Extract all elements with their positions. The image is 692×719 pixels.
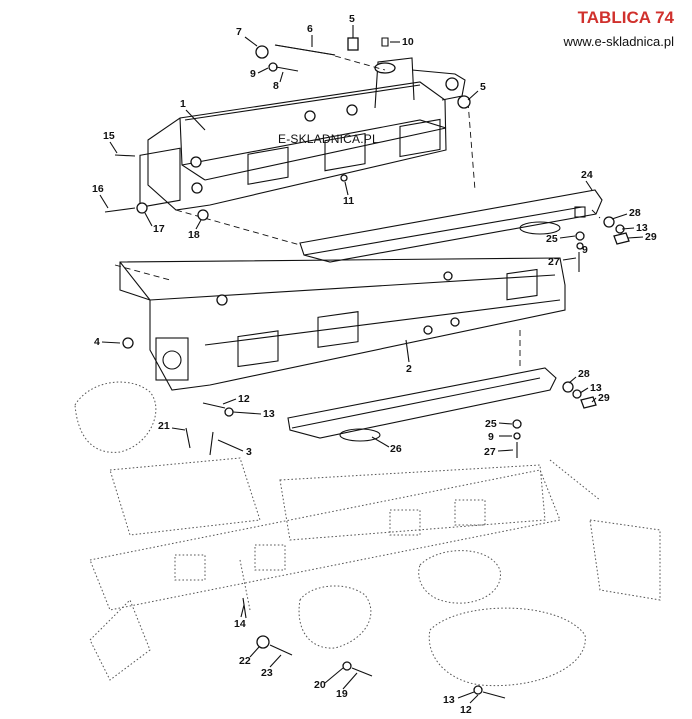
- callout-14: 14: [234, 618, 246, 630]
- callout-7: 7: [236, 26, 242, 38]
- callout-8: 8: [273, 80, 279, 92]
- callout-21: 21: [158, 420, 170, 432]
- main-frame-part-2: [119, 257, 566, 391]
- callout-4: 4: [94, 336, 100, 348]
- guard-plate-part-24: [299, 189, 630, 272]
- callout-23: 23: [261, 667, 273, 679]
- dotted-tractor-assembly: [74, 381, 661, 687]
- top-fasteners: [104, 37, 471, 221]
- callout-20: 20: [314, 679, 326, 691]
- callout-28-lower: 28: [578, 368, 590, 380]
- lower-fasteners: [242, 597, 506, 699]
- page-title: TABLICA 74: [577, 8, 674, 27]
- callout-27-upper: 27: [548, 256, 560, 268]
- callout-5-top: 5: [349, 13, 355, 25]
- callout-10: 10: [402, 36, 414, 48]
- callout-13-b: 13: [590, 382, 602, 394]
- callout-16: 16: [92, 183, 104, 195]
- callout-17: 17: [153, 223, 165, 235]
- callout-1: 1: [180, 98, 186, 110]
- callout-9-low: 9: [488, 431, 494, 443]
- callout-26: 26: [390, 443, 402, 455]
- callout-22: 22: [239, 655, 251, 667]
- callout-13-a: 13: [636, 222, 648, 234]
- callout-3: 3: [246, 446, 252, 458]
- callouts: 1 2 3 4 5 5 6 7 8 9 9 9 10 11: [92, 13, 657, 716]
- callout-9-mid: 9: [582, 244, 588, 256]
- callout-25-upper: 25: [546, 233, 558, 245]
- callout-19: 19: [336, 688, 348, 700]
- callout-2: 2: [406, 363, 412, 375]
- callout-6: 6: [307, 23, 313, 35]
- callout-24: 24: [581, 169, 593, 181]
- guard-plate-part-26: [185, 367, 597, 458]
- callout-13-c: 13: [263, 408, 275, 420]
- callout-9-top: 9: [250, 68, 256, 80]
- callout-12-upper: 12: [238, 393, 250, 405]
- upper-frame-part-1: [114, 44, 601, 370]
- callout-13-d: 13: [443, 694, 455, 706]
- callout-27-lower: 27: [484, 446, 496, 458]
- callout-5-right: 5: [480, 81, 486, 93]
- callout-18: 18: [188, 229, 200, 241]
- callout-29-upper: 29: [645, 231, 657, 243]
- callout-28-upper: 28: [629, 207, 641, 219]
- callout-15: 15: [103, 130, 115, 142]
- callout-11: 11: [343, 195, 354, 207]
- callout-25-lower: 25: [485, 418, 497, 430]
- site-url[interactable]: www.e-skladnica.pl: [563, 34, 674, 49]
- callout-29-lower: 29: [598, 392, 610, 404]
- callout-12-lower: 12: [460, 704, 472, 716]
